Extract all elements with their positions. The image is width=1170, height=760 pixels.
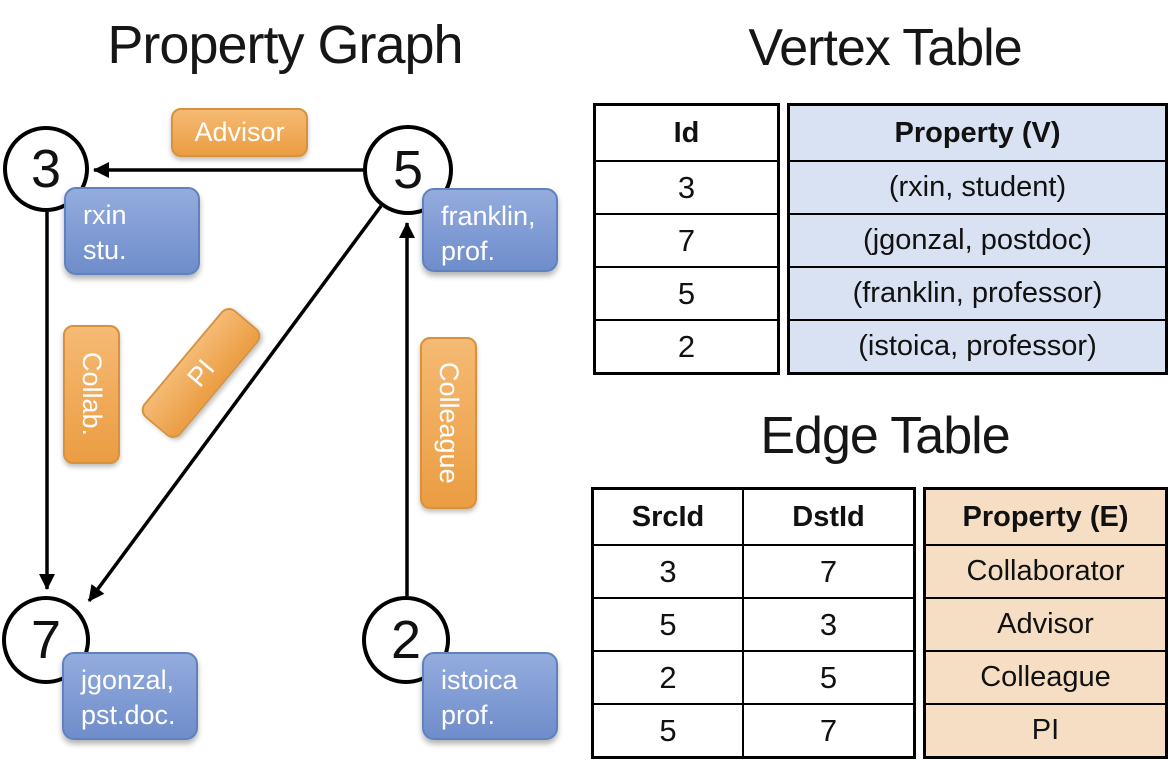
vertex-node-3: 3 [3,126,89,212]
vertex-table-property-column: Property (V) (rxin, student) (jgonzal, p… [787,103,1168,375]
vertex-table-id-header: Id [673,116,700,149]
table-cell: 3 [594,544,742,597]
table-cell: PI [926,703,1165,756]
table-cell: 7 [742,544,913,597]
edge-label-colleague: Colleague [420,337,477,509]
table-cell: Advisor [926,597,1165,650]
edge-pi-arrow [87,204,383,603]
edge-table-property-header: Property (E) [962,500,1129,533]
vertex-property-line: franklin, [441,201,536,231]
edge-table: SrcId DstId 3 7 5 3 2 5 5 7 Property (E)… [591,487,1168,759]
vertex-property-line: prof. [441,236,496,267]
vertex-property-box-istoica: istoica prof. [422,652,558,740]
vertex-property-box-franklin: franklin, prof. [422,188,558,272]
vertex-property-line: pst.doc. [81,700,176,731]
table-cell: Collaborator [926,544,1165,597]
table-cell: 5 [596,266,777,319]
edge-label-advisor: Advisor [171,108,308,157]
table-cell: 7 [742,703,913,756]
edge-table-title: Edge Table [760,407,1010,465]
table-cell: 3 [742,597,913,650]
vertex-table: Id 3 7 5 2 Property (V) (rxin, student) … [593,103,1168,375]
table-cell: (jgonzal, postdoc) [790,213,1165,266]
property-graph-title: Property Graph [107,15,463,75]
vertex-property-line: stu. [83,235,127,266]
edge-table-dstid-header: DstId [742,490,913,544]
vertex-table-id-column: Id 3 7 5 2 [593,103,780,375]
table-column-gap [780,103,787,375]
vertex-property-line: rxin [83,200,127,230]
table-cell: 5 [594,703,742,756]
edge-label-collab: Collab. [63,325,120,464]
table-cell: 3 [596,160,777,213]
table-cell: 7 [596,213,777,266]
table-cell: (rxin, student) [790,160,1165,213]
vertex-property-box-rxin: rxin stu. [64,187,200,275]
vertex-property-line: prof. [441,700,496,731]
table-column-gap [916,487,923,759]
vertex-table-property-header: Property (V) [894,116,1061,149]
table-cell: Colleague [926,650,1165,703]
table-cell: 5 [742,650,913,703]
edge-table-property-column: Property (E) Collaborator Advisor Collea… [923,487,1168,759]
table-cell: 2 [594,650,742,703]
table-cell: 5 [594,597,742,650]
vertex-property-box-jgonzal: jgonzal, pst.doc. [62,652,198,740]
edge-table-srcid-header: SrcId [631,500,705,533]
edge-table-id-columns: SrcId DstId 3 7 5 3 2 5 5 7 [591,487,916,759]
table-cell: (istoica, professor) [790,319,1165,372]
vertex-table-title: Vertex Table [748,19,1022,77]
table-cell: (franklin, professor) [790,266,1165,319]
vertex-property-line: jgonzal, [81,665,175,695]
table-cell: 2 [596,319,777,372]
vertex-property-line: istoica [441,665,518,695]
